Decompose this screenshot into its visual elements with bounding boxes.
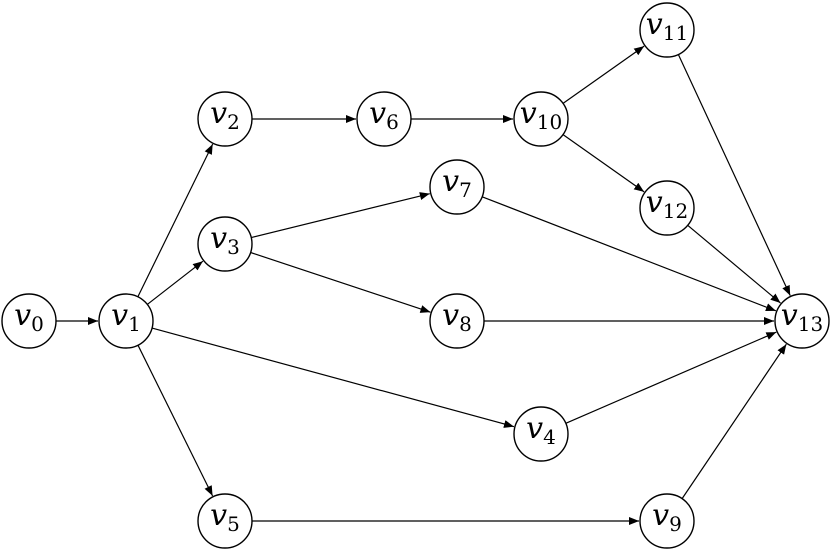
node-label-v6: v6	[369, 96, 399, 134]
node-circle-v3	[197, 216, 253, 272]
edge-v1-to-v2	[137, 143, 214, 298]
node-circle-v13	[774, 293, 830, 349]
edge-v1-to-v3	[146, 260, 204, 305]
edge-v4-to-v13	[565, 331, 777, 424]
node-label-subscript: 7	[459, 178, 472, 202]
node-label-v8: v8	[442, 298, 472, 336]
edge-v9-to-v13	[681, 343, 787, 499]
node-label-subscript: 13	[798, 312, 823, 336]
node-label-letter: v	[210, 96, 227, 131]
node-circle-v10	[513, 91, 569, 147]
node-label-subscript: 9	[669, 512, 682, 536]
node-label-v3: v3	[210, 221, 240, 259]
node-v12: v12	[639, 180, 695, 236]
node-label-letter: v	[210, 498, 227, 533]
edge-v10-to-v12	[562, 134, 645, 193]
node-label-subscript: 1	[128, 312, 141, 336]
node-label-subscript: 12	[663, 199, 688, 223]
edge-v11-to-v13	[677, 54, 791, 296]
node-circle-v4	[513, 406, 569, 462]
node-label-letter: v	[526, 411, 543, 446]
node-label-letter: v	[14, 298, 31, 333]
node-label-v2: v2	[210, 96, 240, 134]
node-label-subscript: 3	[227, 235, 240, 259]
node-label-subscript: 2	[227, 110, 240, 134]
node-label-subscript: 6	[386, 110, 399, 134]
node-v5: v5	[197, 493, 253, 549]
node-label-letter: v	[442, 164, 459, 199]
node-circle-v7	[429, 159, 485, 215]
edge-v3-to-v7	[251, 192, 430, 239]
node-v10: v10	[513, 91, 569, 147]
edges-layer	[56, 45, 791, 525]
node-label-v5: v5	[210, 498, 240, 536]
edge-v7-to-v13	[481, 196, 777, 312]
node-label-letter: v	[442, 298, 459, 333]
node-label-v7: v7	[442, 164, 472, 202]
node-circle-v0	[1, 293, 57, 349]
node-v4: v4	[513, 406, 569, 462]
node-circle-v9	[639, 493, 695, 549]
node-label-letter: v	[646, 7, 663, 42]
node-label-v11: v11	[646, 7, 688, 45]
edge-v1-to-v5	[137, 344, 214, 497]
edge-v12-to-v13	[687, 224, 781, 304]
node-v11: v11	[639, 2, 695, 58]
node-label-subscript: 8	[459, 312, 472, 336]
node-label-subscript: 0	[31, 312, 44, 336]
node-label-v4: v4	[526, 411, 556, 449]
edge-v10-to-v11	[562, 45, 645, 104]
node-label-v12: v12	[646, 185, 688, 223]
node-circle-v12	[639, 180, 695, 236]
node-circle-v2	[197, 91, 253, 147]
node-label-letter: v	[652, 498, 669, 533]
node-v7: v7	[429, 159, 485, 215]
node-label-letter: v	[520, 96, 537, 131]
node-label-letter: v	[646, 185, 663, 220]
node-label-letter: v	[369, 96, 386, 131]
node-circle-v6	[356, 91, 412, 147]
node-label-letter: v	[111, 298, 128, 333]
node-label-subscript: 11	[663, 21, 688, 45]
node-v3: v3	[197, 216, 253, 272]
node-v13: v13	[774, 293, 830, 349]
node-label-v9: v9	[652, 498, 682, 536]
node-v6: v6	[356, 91, 412, 147]
node-circle-v1	[98, 293, 154, 349]
node-label-subscript: 4	[543, 425, 556, 449]
node-label-v0: v0	[14, 298, 44, 336]
node-label-v13: v13	[781, 298, 823, 336]
node-v0: v0	[1, 293, 57, 349]
node-circle-v5	[197, 493, 253, 549]
node-v1: v1	[98, 293, 154, 349]
edge-v3-to-v8	[250, 251, 431, 313]
node-label-letter: v	[210, 221, 227, 256]
edge-v1-to-v4	[151, 327, 515, 428]
node-circle-v11	[639, 2, 695, 58]
node-circle-v8	[429, 293, 485, 349]
node-label-letter: v	[781, 298, 798, 333]
node-v9: v9	[639, 493, 695, 549]
node-v8: v8	[429, 293, 485, 349]
node-label-subscript: 5	[227, 512, 240, 536]
node-label-subscript: 10	[537, 110, 562, 134]
node-v2: v2	[197, 91, 253, 147]
node-label-v10: v10	[520, 96, 562, 134]
node-label-v1: v1	[111, 298, 141, 336]
